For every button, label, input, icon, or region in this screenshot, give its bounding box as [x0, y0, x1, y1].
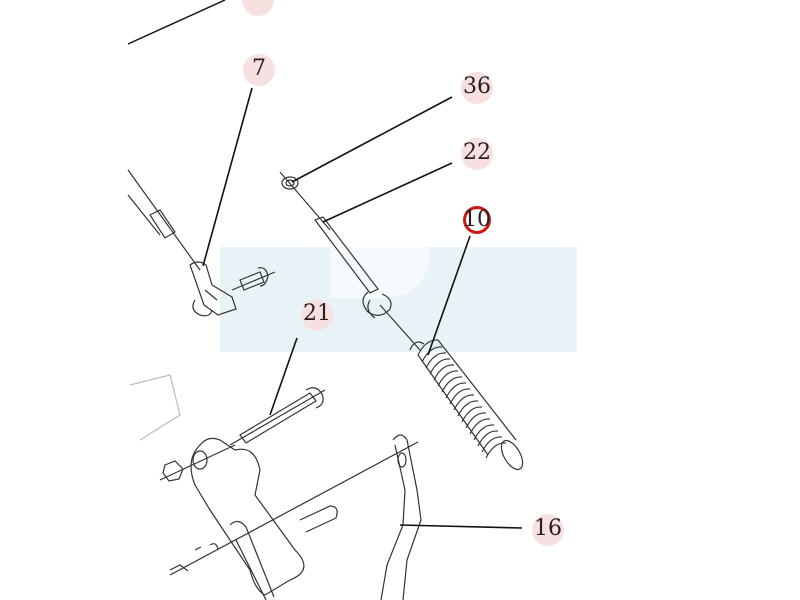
callout-21[interactable]: 21	[303, 301, 331, 326]
parts-lines	[127, 0, 524, 600]
callout-16[interactable]: 16	[534, 516, 562, 541]
callout-22[interactable]: 22	[463, 140, 491, 165]
leader-7	[202, 87, 253, 267]
leader-16	[399, 524, 523, 529]
callout-36[interactable]: 36	[463, 74, 491, 99]
callout-10[interactable]: 10	[463, 207, 491, 232]
leader-22	[322, 162, 453, 223]
leader-10	[427, 235, 471, 356]
leader-21	[269, 337, 298, 416]
leader-lines	[202, 87, 523, 529]
leader-36	[291, 96, 453, 183]
selected-ring	[463, 206, 491, 234]
callout-bubble-partial	[242, 0, 274, 16]
callout-7[interactable]: 7	[252, 56, 266, 81]
